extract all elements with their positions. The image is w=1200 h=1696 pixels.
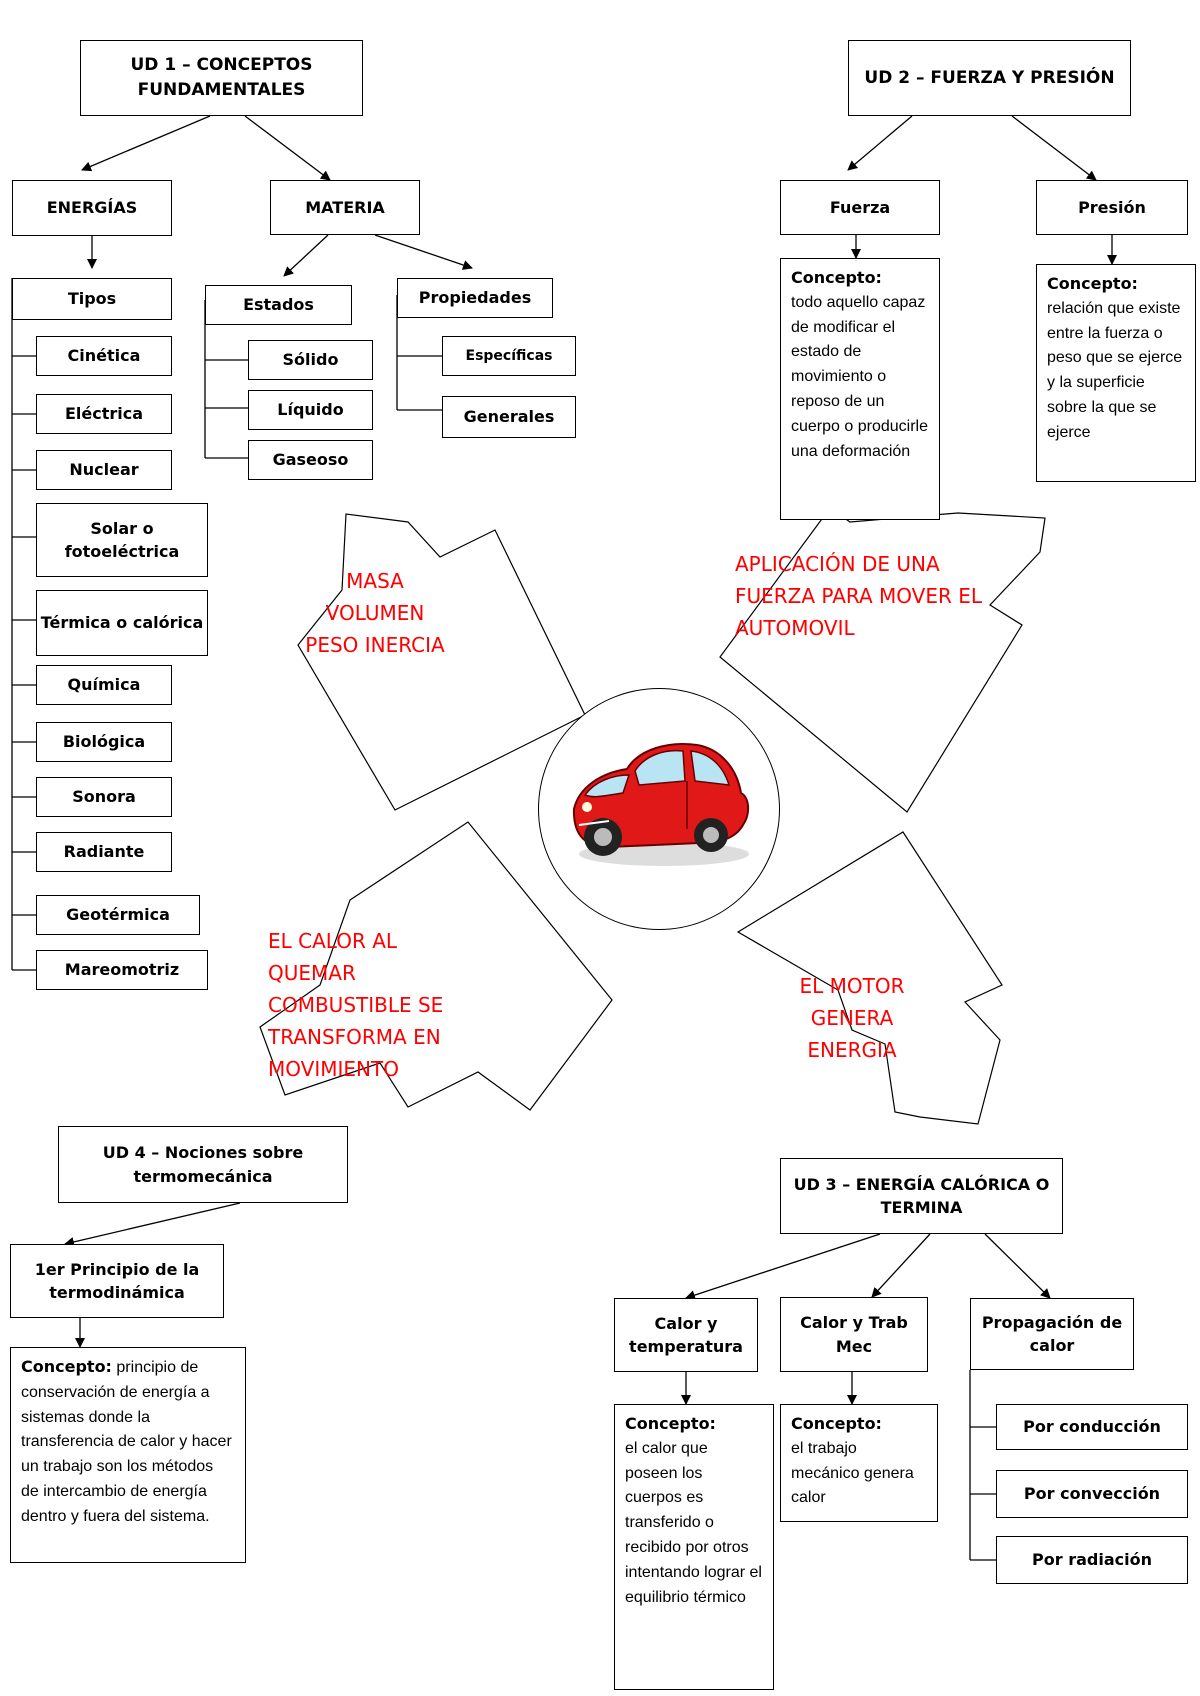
calor-trabajo-concept-box: Concepto: el trabajo mecánico genera cal… xyxy=(780,1404,938,1522)
propagacion-conveccion: Por convección xyxy=(996,1470,1188,1518)
fuerza-concept-text: todo aquello capaz de modificar el estad… xyxy=(791,293,928,460)
calor-trabajo-concept-text: el trabajo mecánico genera calor xyxy=(791,1439,914,1507)
fuerza-concept-box: Concepto: todo aquello capaz de modifica… xyxy=(780,258,940,520)
energy-type-5: Térmica o calórica xyxy=(36,590,208,656)
presion-node: Presión xyxy=(1036,180,1188,235)
calor-trabajo-concept-title: Concepto: xyxy=(791,1414,882,1433)
presion-concept-title: Concepto: xyxy=(1047,274,1138,293)
energy-type-7: Biológica xyxy=(36,722,172,762)
propiedades-node: Propiedades xyxy=(397,278,553,318)
energy-type-1: Cinética xyxy=(36,336,172,376)
calor-temperatura-concept-title: Concepto: xyxy=(625,1414,716,1433)
ud4-concept-box: Concepto: principio de conservación de e… xyxy=(10,1347,246,1563)
fuerza-node: Fuerza xyxy=(780,180,940,235)
propiedad-especificas: Específicas xyxy=(442,336,576,376)
presion-concept-box: Concepto: relación que existe entre la f… xyxy=(1036,264,1196,482)
arrow-ne-text: APLICACIÓN DE UNA FUERZA PARA MOVER EL A… xyxy=(735,552,983,640)
ud4-concept-text: principio de conservación de energía a s… xyxy=(21,1359,232,1525)
energy-type-4: Solar o fotoeléctrica xyxy=(36,503,208,577)
propagacion-node: Propagación de calor xyxy=(970,1298,1134,1370)
ud1-title-box: UD 1 – CONCEPTOS FUNDAMENTALES xyxy=(80,40,363,116)
ud4-concept-title: Concepto: xyxy=(21,1357,112,1376)
estado-solido: Sólido xyxy=(248,340,373,380)
arrow-nw-text: MASA VOLUMEN PESO INERCIA xyxy=(305,569,445,657)
propagacion-radiacion: Por radiación xyxy=(996,1536,1188,1584)
energy-type-10: Geotérmica xyxy=(36,895,200,935)
car-icon xyxy=(572,743,749,866)
estado-gaseoso: Gaseoso xyxy=(248,440,373,480)
propiedad-generales: Generales xyxy=(442,396,576,438)
arrow-sw-text: EL CALOR AL QUEMAR COMBUSTIBLE SE TRANSF… xyxy=(268,929,444,1081)
calor-temperatura-node: Calor y temperatura xyxy=(614,1298,758,1372)
energy-type-2: Eléctrica xyxy=(36,394,172,434)
energy-type-6: Química xyxy=(36,665,172,705)
estado-liquido: Líquido xyxy=(248,390,373,430)
calor-temperatura-concept-box: Concepto: el calor que poseen los cuerpo… xyxy=(614,1404,774,1690)
energy-type-9: Radiante xyxy=(36,832,172,872)
ud3-title-box: UD 3 – ENERGÍA CALÓRICA O TERMINA xyxy=(780,1158,1063,1234)
estados-node: Estados xyxy=(205,285,352,325)
energy-type-11: Mareomotriz xyxy=(36,950,208,990)
energy-type-8: Sonora xyxy=(36,777,172,817)
materia-node: MATERIA xyxy=(270,180,420,235)
principio-node: 1er Principio de la termodinámica xyxy=(10,1244,224,1318)
energy-type-3: Nuclear xyxy=(36,450,172,490)
ud4-title-box: UD 4 – Nociones sobre termomecánica xyxy=(58,1126,348,1203)
ud2-title-box: UD 2 – FUERZA Y PRESIÓN xyxy=(848,40,1131,116)
tipos-node: Tipos xyxy=(12,278,172,320)
calor-temperatura-concept-text: el calor que poseen los cuerpos es trans… xyxy=(625,1439,762,1606)
arrow-se-text: EL MOTOR GENERA ENERGIA xyxy=(799,974,905,1062)
car-circle xyxy=(538,688,780,930)
calor-trabajo-node: Calor y Trab Mec xyxy=(780,1297,928,1372)
fuerza-concept-title: Concepto: xyxy=(791,268,882,287)
propagacion-conduccion: Por conducción xyxy=(996,1404,1188,1450)
presion-concept-text: relación que existe entre la fuerza o pe… xyxy=(1047,299,1183,441)
energias-node: ENERGÍAS xyxy=(12,180,172,236)
